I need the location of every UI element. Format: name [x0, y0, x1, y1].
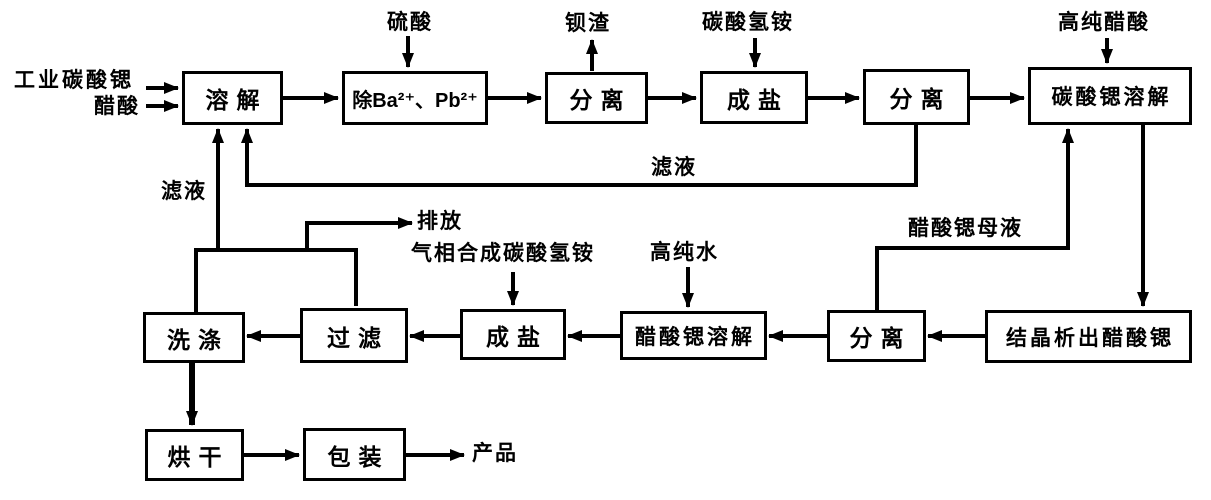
node-filter: 过滤: [300, 308, 408, 363]
label-gas-phase-ammonium-bicarbonate: 气相合成碳酸氢铵: [411, 242, 595, 265]
label-filtrate-wash: 滤液: [161, 180, 207, 203]
label-sulfuric-acid: 硫酸: [387, 11, 433, 34]
node-dissolve: 溶解: [182, 71, 283, 125]
label-product: 产品: [472, 442, 518, 465]
node-pack: 包装: [303, 428, 406, 481]
label-barium-residue: 钡渣: [565, 12, 611, 35]
label-acetic-acid: 醋酸: [94, 95, 140, 118]
label-sr-acetate-mother-liquor: 醋酸锶母液: [908, 217, 1023, 240]
node-srco3-dissolve: 碳酸锶溶解: [1028, 67, 1192, 125]
label-discharge: 排放: [417, 210, 463, 233]
label-ammonium-bicarbonate: 碳酸氢铵: [702, 11, 794, 34]
label-high-purity-water: 高纯水: [650, 241, 719, 264]
node-separate-2: 分离: [863, 69, 970, 125]
node-dry: 烘干: [145, 429, 244, 481]
node-form-salt-2: 成盐: [460, 309, 566, 360]
label-high-purity-acetic-acid: 高纯醋酸: [1058, 11, 1150, 34]
node-separate-1: 分离: [545, 72, 648, 124]
node-remove-ba-pb: 除Ba²⁺、Pb²⁺: [342, 71, 488, 125]
node-wash: 洗涤: [143, 312, 245, 363]
node-separate-3: 分离: [827, 310, 926, 362]
node-form-salt-1: 成盐: [700, 71, 808, 124]
label-industrial-srco3: 工业碳酸锶: [14, 69, 134, 92]
node-crystallize: 结晶析出醋酸锶: [985, 310, 1192, 363]
node-sr-acetate-dissolve: 醋酸锶溶解: [620, 311, 767, 360]
label-filtrate-recycle: 滤液: [651, 156, 697, 179]
